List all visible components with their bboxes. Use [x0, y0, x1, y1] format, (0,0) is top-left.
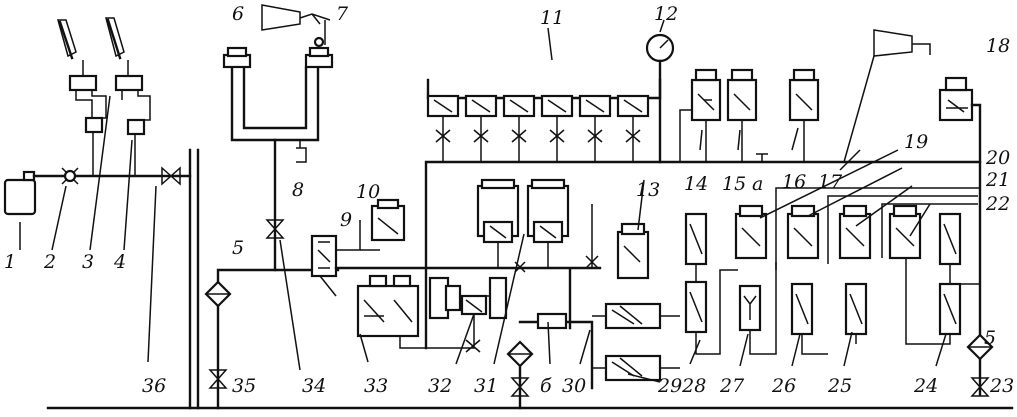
actuator-30	[506, 268, 594, 410]
label-24: 24	[913, 375, 938, 397]
valve-bank-11	[426, 78, 662, 162]
right-lower-bank	[684, 187, 980, 355]
air-tank	[3, 170, 37, 216]
label-17: 17	[818, 171, 843, 193]
actuator-32	[426, 276, 508, 353]
label-11: 11	[540, 7, 564, 29]
valve-33	[356, 274, 426, 349]
label-7: 7	[336, 3, 349, 25]
label-4: 4	[113, 251, 126, 273]
valve-10	[336, 198, 406, 251]
brake-pedal-4	[105, 17, 151, 176]
label-b: б	[540, 375, 552, 397]
label-8: 8	[292, 179, 304, 201]
valve-23	[970, 377, 990, 397]
valve-6	[222, 20, 334, 142]
regulator-9	[310, 234, 338, 278]
pressure-switch-8	[296, 140, 307, 163]
valve-15	[726, 68, 758, 162]
horn-7	[261, 4, 331, 31]
label-26: 26	[771, 375, 796, 397]
label-21: 21	[985, 169, 1010, 191]
label-5-left: 5	[232, 237, 244, 259]
label-1: 1	[4, 251, 16, 273]
label-3: 3	[82, 251, 94, 273]
label-9: 9	[340, 209, 352, 231]
valve-near-36	[161, 166, 181, 186]
label-32: 32	[428, 375, 452, 397]
label-20: 20	[985, 147, 1010, 169]
pipe-36	[188, 148, 200, 410]
horn-18	[843, 29, 931, 163]
valve-34	[265, 219, 285, 239]
label-2: 2	[43, 251, 56, 273]
valve-18	[938, 76, 982, 397]
label-2928: 2928	[657, 375, 706, 397]
valve-14	[679, 68, 722, 162]
marker-a	[756, 153, 768, 162]
label-16: 16	[782, 171, 806, 193]
label-25: 25	[827, 375, 852, 397]
pressure-gauge-12	[645, 33, 675, 164]
valve-13	[585, 204, 650, 280]
leader-lines	[19, 19, 947, 383]
label-27: 27	[719, 375, 745, 397]
label-10: 10	[356, 181, 380, 203]
cylinder-29	[592, 302, 680, 382]
valve-pair-31	[476, 178, 570, 273]
label-15: 15	[722, 173, 746, 195]
label-30: 30	[562, 375, 586, 397]
label-a: a	[752, 173, 763, 195]
label-35: 35	[232, 375, 256, 397]
valve-16	[788, 68, 820, 162]
label-13: 13	[636, 179, 660, 201]
label-34: 34	[302, 375, 326, 397]
valve-35	[208, 369, 228, 389]
label-36: 36	[142, 375, 166, 397]
label-14: 14	[684, 173, 708, 195]
label-12: 12	[654, 3, 678, 25]
label-22: 22	[985, 193, 1010, 215]
brake-pedal-3	[57, 19, 107, 176]
filter-5-right	[966, 333, 994, 361]
label-6: 6	[232, 3, 244, 25]
label-33: 33	[364, 375, 388, 397]
label-18: 18	[986, 35, 1010, 57]
label-31: 31	[474, 375, 498, 397]
filter-5-left	[204, 280, 232, 308]
label-19: 19	[904, 131, 928, 153]
label-23: 23	[989, 375, 1014, 397]
label-5-right: 5	[984, 327, 996, 349]
check-valve-2	[61, 167, 79, 185]
